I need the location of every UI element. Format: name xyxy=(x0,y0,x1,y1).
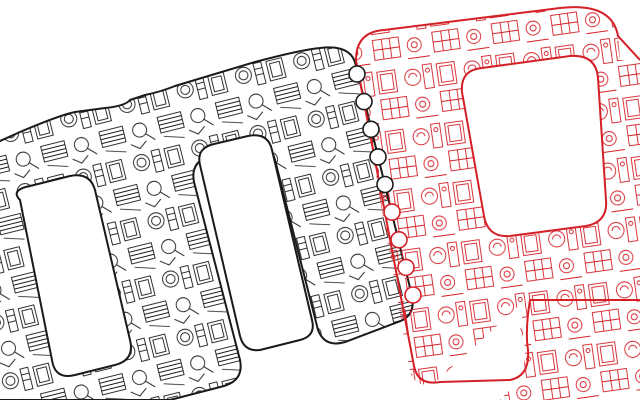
binder-hole xyxy=(362,120,380,139)
binder-ring-connector xyxy=(348,65,422,304)
binder-hole xyxy=(355,92,373,111)
binder-hole xyxy=(404,286,422,304)
letter-m-counter-left xyxy=(15,174,132,377)
letter-p-outline xyxy=(355,6,640,384)
letter-m xyxy=(0,46,414,400)
binder-hole xyxy=(397,258,415,277)
binder-hole xyxy=(369,148,387,166)
letter-p xyxy=(355,5,640,400)
binder-hole xyxy=(348,65,366,83)
letter-m-counter-middle xyxy=(198,134,314,352)
binder-hole xyxy=(390,231,408,249)
letter-p-bowl-counter xyxy=(460,54,608,238)
binder-hole xyxy=(383,203,401,221)
binder-hole xyxy=(376,175,394,194)
